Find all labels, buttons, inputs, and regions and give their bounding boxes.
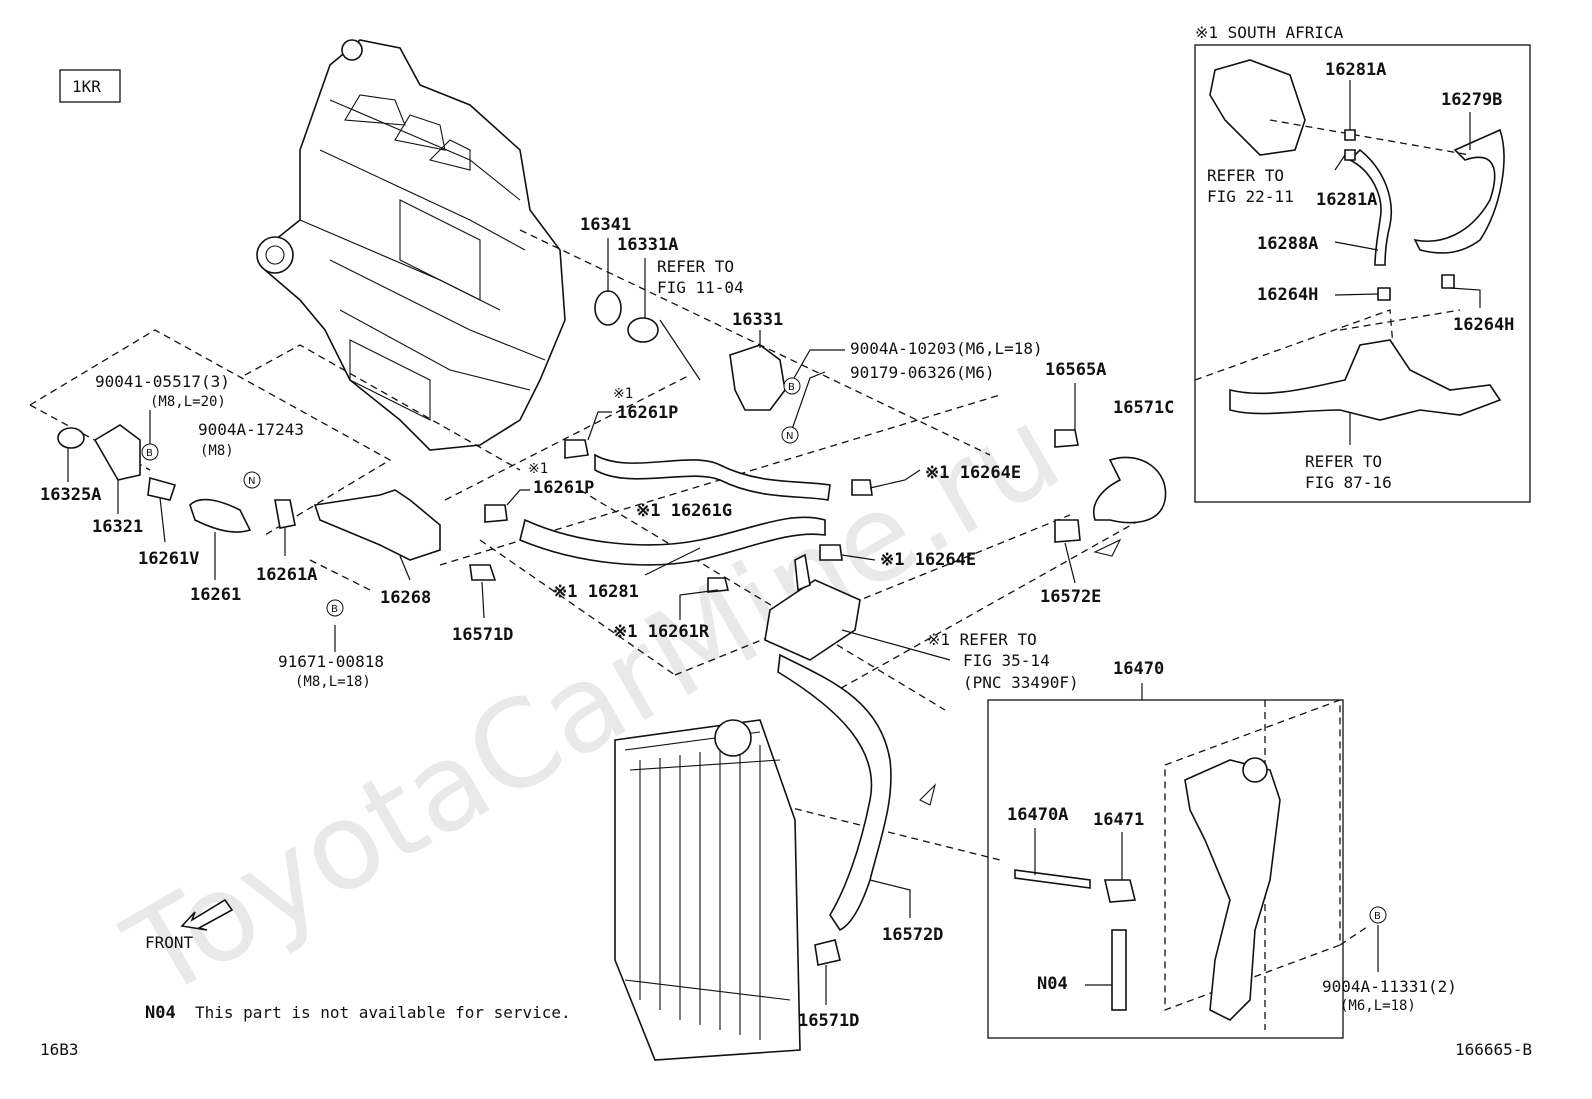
label-sa-refer-87-16-line1: REFER TO: [1305, 452, 1382, 471]
heater-hoses: [484, 439, 873, 593]
label-refer-11-04-line2: FIG 11-04: [657, 278, 744, 297]
thermostat-housing-parts: [57, 424, 497, 581]
label-16261: 16261: [190, 585, 241, 605]
label-16261P-note-b: ※1: [528, 461, 548, 477]
label-16261P-b: 16261P: [533, 478, 594, 498]
svg-text:N: N: [248, 476, 255, 487]
label-16470A: 16470A: [1007, 805, 1068, 825]
south-africa-inset: [1194, 44, 1531, 503]
label-sa-refer-22-11-line1: REFER TO: [1207, 166, 1284, 185]
label-16261A: 16261A: [256, 565, 317, 585]
label-refer-11-04-line1: REFER TO: [657, 257, 734, 276]
marker-b-1: B: [141, 443, 159, 461]
svg-text:B: B: [1374, 911, 1381, 922]
marker-n-1: N: [243, 471, 261, 489]
label-9004A-10203: 9004A-10203(M6,L=18): [850, 339, 1043, 358]
label-sa-16281A-b: 16281A: [1316, 190, 1377, 210]
svg-text:N: N: [786, 431, 793, 442]
engine-code-box: [59, 69, 121, 103]
label-sa-16264H-b: 16264H: [1453, 315, 1514, 335]
footnote-text: This part is not available for service.: [195, 1003, 571, 1022]
label-16261G: ※1 16261G: [636, 501, 732, 521]
label-90041-05517: 90041-05517(3): [95, 372, 230, 391]
svg-text:B: B: [331, 604, 338, 615]
label-16341: 16341: [580, 215, 631, 235]
label-16261P-note-a: ※1: [613, 386, 633, 402]
label-16325A: 16325A: [40, 485, 101, 505]
leader-lines: [67, 80, 1481, 1005]
label-16268: 16268: [380, 588, 431, 608]
label-16572D: 16572D: [882, 925, 943, 945]
label-sa-16288A: 16288A: [1257, 234, 1318, 254]
label-sa-16264H-a: 16264H: [1257, 285, 1318, 305]
label-16321: 16321: [92, 517, 143, 537]
label-16331A: 16331A: [617, 235, 678, 255]
label-sa-refer-22-11-line2: FIG 22-11: [1207, 187, 1294, 206]
svg-text:B: B: [788, 382, 795, 393]
label-9004A-11331: 9004A-11331(2): [1322, 977, 1457, 996]
south-africa-note: ※1 SOUTH AFRICA: [1195, 23, 1344, 42]
label-9004A-17243-spec: (M8): [200, 443, 234, 459]
label-16261V: 16261V: [138, 549, 199, 569]
label-91671-00818: 91671-00818: [278, 652, 384, 671]
label-sa-refer-87-16-line2: FIG 87-16: [1305, 473, 1392, 492]
label-16261P-a: 16261P: [617, 403, 678, 423]
figure-code: 16B3: [40, 1040, 79, 1059]
label-refer-35-14-line2: FIG 35-14: [963, 651, 1050, 670]
marker-b-3: B: [783, 377, 801, 395]
label-16470: 16470: [1113, 659, 1164, 679]
label-9004A-17243: 9004A-17243: [198, 420, 304, 439]
label-16264E-b: ※1 16264E: [880, 550, 976, 570]
engine-code: 1KR: [72, 77, 101, 96]
label-16261R: ※1 16261R: [613, 622, 710, 642]
label-16331: 16331: [732, 310, 783, 330]
label-16565A: 16565A: [1045, 360, 1106, 380]
upper-radiator-hose: [1054, 429, 1167, 557]
front-arrow-icon: [180, 898, 234, 931]
thermostat-group: [594, 290, 786, 411]
label-refer-35-14-line1: ※1 REFER TO: [927, 630, 1037, 649]
reservoir-group: [987, 699, 1344, 1039]
footnote-code: N04: [145, 1003, 176, 1023]
marker-b-4: B: [1369, 906, 1387, 924]
label-16572E: 16572E: [1040, 587, 1101, 607]
label-16571D-upper: 16571D: [452, 625, 513, 645]
marker-n-2: N: [781, 426, 799, 444]
engine-block-illustration: [256, 39, 566, 451]
label-16281: ※1 16281: [553, 582, 639, 602]
diagram-id: 166665-B: [1455, 1040, 1532, 1059]
radiator: [614, 653, 937, 1061]
label-sa-16279B: 16279B: [1441, 90, 1502, 110]
label-90041-05517-spec: (M8,L=20): [150, 394, 226, 410]
label-N04: N04: [1037, 974, 1068, 994]
front-label: FRONT: [145, 933, 194, 952]
label-16571D-lower: 16571D: [798, 1011, 859, 1031]
label-90179-06326: 90179-06326(M6): [850, 363, 995, 382]
label-91671-00818-spec: (M8,L=18): [295, 674, 371, 690]
label-refer-35-14-line3: (PNC 33490F): [963, 673, 1079, 692]
label-9004A-11331-spec: (M6,L=18): [1340, 998, 1416, 1014]
svg-text:B: B: [146, 448, 153, 459]
label-sa-16281A-a: 16281A: [1325, 60, 1386, 80]
marker-b-2: B: [326, 599, 344, 617]
oil-cooler: [764, 553, 861, 661]
label-16471: 16471: [1093, 810, 1144, 830]
label-16264E-a: ※1 16264E: [925, 463, 1021, 483]
label-16571C: 16571C: [1113, 398, 1174, 418]
